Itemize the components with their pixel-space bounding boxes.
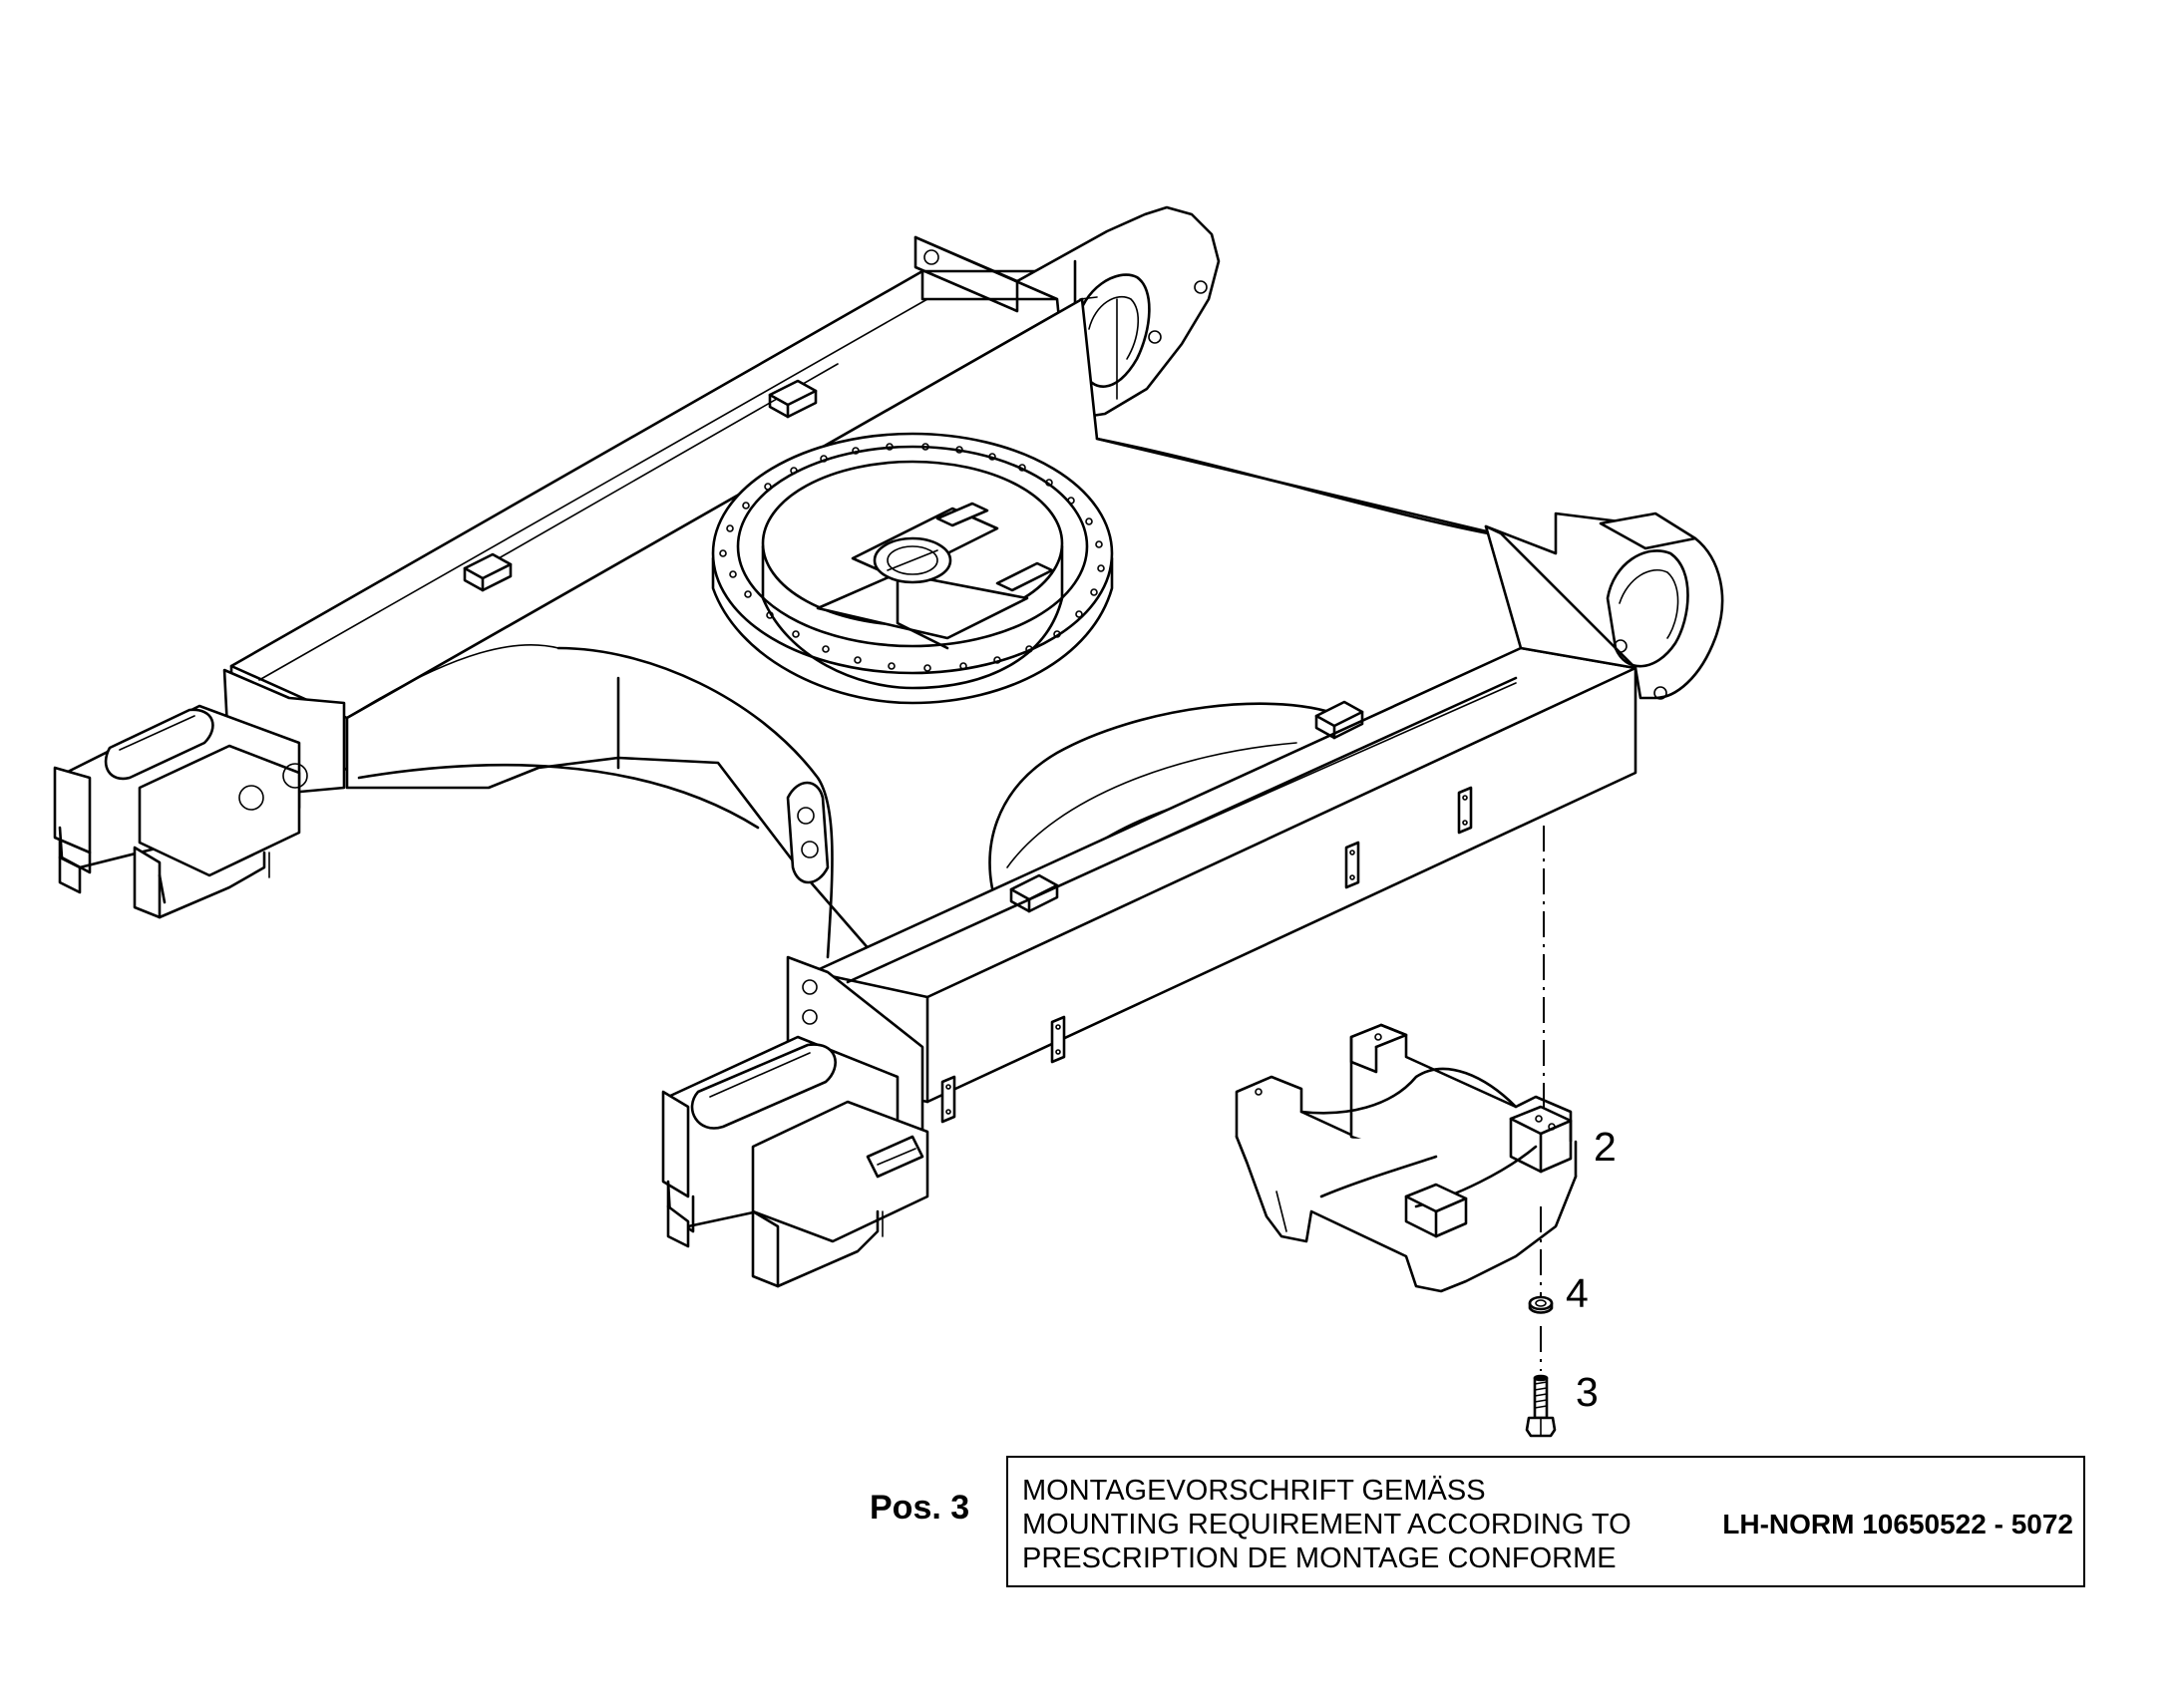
position-label: Pos. 3 bbox=[870, 1489, 970, 1527]
near-beam-front-end bbox=[661, 955, 929, 1288]
bolt-part bbox=[1525, 1374, 1557, 1438]
washer-part bbox=[1528, 1295, 1554, 1314]
callout-3: 3 bbox=[1576, 1369, 1599, 1415]
note-line-fr: PRESCRIPTION DE MONTAGE CONFORME bbox=[1022, 1542, 1617, 1574]
callout-2: 2 bbox=[1594, 1124, 1617, 1170]
norm-reference: LH-NORM 10650522 - 5072 bbox=[1722, 1509, 2073, 1539]
callout-4: 4 bbox=[1566, 1270, 1589, 1316]
mounting-note-lines: MONTAGEVORSCHRIFT GEMÄSS MOUNTING REQUIR… bbox=[1022, 1474, 1632, 1575]
near-track-beam bbox=[811, 512, 1724, 1124]
track-roller-bracket bbox=[1235, 1023, 1578, 1293]
mounting-note-box: MONTAGEVORSCHRIFT GEMÄSS MOUNTING REQUIR… bbox=[1006, 1456, 2085, 1587]
far-beam-front-end bbox=[53, 668, 346, 919]
slewing-ring bbox=[711, 432, 1114, 705]
assembly-axis bbox=[1540, 826, 1545, 1371]
note-line-en: MOUNTING REQUIREMENT ACCORDING TO bbox=[1022, 1509, 1632, 1540]
note-line-de: MONTAGEVORSCHRIFT GEMÄSS bbox=[1022, 1475, 1486, 1507]
